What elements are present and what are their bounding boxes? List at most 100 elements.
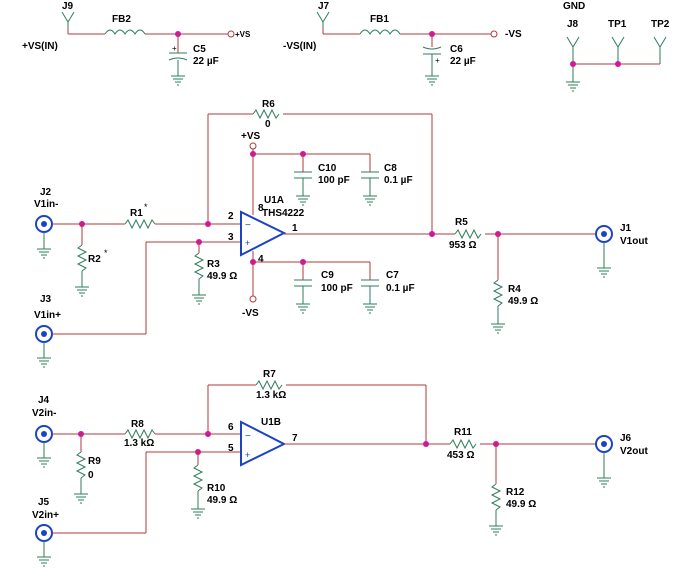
r2-label: R2 (88, 254, 101, 265)
u1b-pin6: 6 (228, 422, 234, 433)
j1-connector[interactable] (595, 225, 613, 243)
v1in-minus-label: V1in- (34, 199, 58, 210)
gnd-block: GND J8 TP1 TP2 (563, 1, 670, 92)
c9-value: 100 pF (321, 283, 353, 294)
r10-value: 49.9 Ω (207, 495, 237, 506)
channel-2: R7 1.3 kΩ J4 V2in- R8 1.3 kΩ 6 R9 0 J5 V… (32, 369, 648, 567)
u1a-pin1: 1 (292, 223, 298, 234)
j5-connector[interactable] (35, 524, 53, 542)
tp2-connector (653, 36, 667, 54)
c5-label: C5 (193, 44, 206, 55)
j4-label: J4 (38, 395, 50, 406)
c6-label: C6 (450, 44, 463, 55)
r7-value: 1.3 kΩ (256, 390, 286, 401)
r4-value: 49.9 Ω (508, 296, 538, 307)
r5-value: 953 Ω (449, 240, 476, 251)
r3-label: R3 (207, 259, 220, 270)
j1-label: J1 (620, 223, 632, 234)
u1a-pin2: 2 (228, 211, 234, 222)
c9-label: C9 (321, 270, 334, 281)
r12-resistor (490, 483, 502, 511)
c8-value: 0.1 µF (384, 175, 413, 186)
u1a-part: THS4222 (262, 208, 305, 219)
v2in-minus-label: V2in- (32, 408, 56, 419)
u1b-opamp (240, 420, 287, 467)
r4-resistor (492, 279, 504, 307)
r5-label: R5 (455, 217, 468, 228)
power-plus-block: J9 +VS(IN) FB2 +VS + C5 22 µF (22, 1, 251, 86)
r8-value: 1.3 kΩ (124, 438, 154, 449)
vs-minus-terminal (490, 30, 498, 38)
svg-text:−: − (245, 220, 251, 231)
r4-label: R4 (508, 284, 521, 295)
r8-label: R8 (131, 419, 144, 430)
u1a-label: U1A (264, 195, 284, 206)
v2out-label: V2out (620, 446, 648, 457)
r3-value: 49.9 Ω (207, 271, 237, 282)
j6-connector[interactable] (595, 435, 613, 453)
j8-connector (566, 36, 580, 54)
v1in-plus-label: V1in+ (34, 310, 61, 321)
r7-resistor (255, 379, 283, 391)
svg-text:+: + (435, 56, 440, 65)
vs-in-minus-label: -VS(IN) (283, 41, 316, 52)
r11-value: 453 Ω (447, 450, 474, 461)
r5-resistor (454, 228, 482, 240)
gnd-title: GND (563, 1, 585, 12)
j8-label: J8 (567, 19, 579, 30)
u1a-pin4: 4 (258, 254, 264, 265)
c10-value: 100 pF (318, 175, 350, 186)
r6-resistor (252, 108, 280, 120)
j9-label: J9 (62, 1, 74, 12)
r11-resistor (449, 438, 477, 450)
j7-connector (316, 11, 330, 29)
channel-1: R6 0 J2 V1in- R1 * 2 R2 * J3 V1in+ 3 (34, 99, 648, 368)
j7-label: J7 (318, 1, 330, 12)
r3-resistor (193, 252, 205, 280)
r2-mark: * (104, 248, 108, 258)
power-minus-block: J7 -VS(IN) FB1 -VS + C6 22 µF (283, 1, 522, 86)
r6-value: 0 (265, 119, 271, 130)
j4-connector[interactable] (35, 425, 53, 443)
c7-label: C7 (386, 270, 399, 281)
fb1-label: FB1 (370, 14, 389, 25)
r11-label: R11 (454, 427, 472, 438)
v1out-label: V1out (620, 236, 648, 247)
r10-label: R10 (207, 483, 226, 494)
svg-text:−: − (245, 431, 251, 442)
r1-label: R1 (130, 208, 143, 219)
tp1-label: TP1 (608, 19, 627, 30)
r9-label: R9 (88, 456, 101, 467)
j2-connector[interactable] (35, 215, 53, 233)
c7-value: 0.1 µF (386, 283, 415, 294)
u1a-vneg-label: -VS (242, 308, 259, 319)
fb2-label: FB2 (112, 14, 131, 25)
c6-capacitor (422, 46, 442, 50)
j2-label: J2 (40, 187, 52, 198)
r9-value: 0 (88, 470, 94, 481)
j5-label: J5 (38, 497, 50, 508)
u1a-pin3: 3 (228, 232, 234, 243)
fb1-inductor (359, 29, 401, 35)
u1b-pin5: 5 (228, 443, 234, 454)
u1a-opamp (240, 210, 287, 257)
tp1-connector (611, 36, 625, 54)
vs-plus-out-label: +VS (235, 30, 251, 39)
vs-plus-terminal (227, 30, 235, 38)
r12-value: 49.9 Ω (506, 499, 536, 510)
r8-resistor (124, 428, 156, 440)
r7-label: R7 (263, 369, 276, 380)
j6-label: J6 (620, 433, 632, 444)
u1b-label: U1B (261, 417, 281, 428)
j9-connector (61, 11, 75, 29)
c5-value: 22 µF (193, 56, 219, 67)
u1a-vpos-label: +VS (241, 131, 261, 142)
c6-value: 22 µF (450, 56, 476, 67)
fb2-inductor (104, 29, 146, 35)
r9-resistor (75, 451, 87, 479)
r12-label: R12 (506, 487, 525, 498)
j3-connector[interactable] (35, 325, 53, 343)
svg-text:+: + (245, 450, 250, 460)
r10-resistor (192, 464, 204, 492)
